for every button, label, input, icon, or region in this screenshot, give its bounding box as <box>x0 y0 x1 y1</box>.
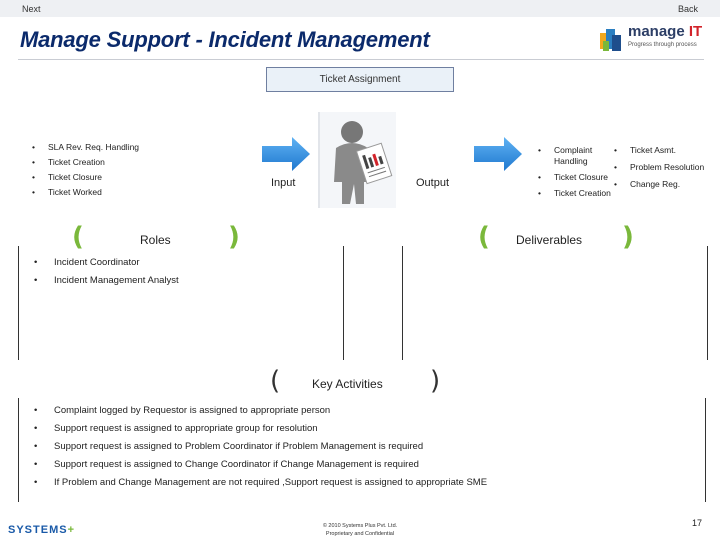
next-link[interactable]: Next <box>22 4 41 14</box>
right-arrow-icon <box>474 137 522 171</box>
manage-it-logo: manage IT Progress through process <box>598 23 708 55</box>
logo-tagline: Progress through process <box>628 42 697 48</box>
logo-icon <box>600 29 621 51</box>
list-item: Support request is assigned to appropria… <box>28 423 668 441</box>
ticket-assignment-box: Ticket Assignment <box>266 67 454 92</box>
copyright-line: © 2010 Systems Plus Pvt. Ltd. <box>322 523 398 529</box>
confidential-line: Proprietary and Confidential <box>325 531 395 537</box>
roles-bracket-right: ) <box>228 222 240 252</box>
logo-brand: manage <box>628 23 685 40</box>
list-item: Incident Management Analyst <box>28 276 328 287</box>
list-item: Complaint logged by Requestor is assigne… <box>28 405 668 423</box>
page-number: 17 <box>692 518 703 528</box>
list-item: Incident Coordinator <box>28 258 328 269</box>
roles-list: Incident Coordinator Incident Management… <box>28 258 328 294</box>
list-item: Support request is assigned to Change Co… <box>28 459 668 477</box>
outputs-list-col2: Ticket Asmt. Problem Resolution Change R… <box>612 145 712 196</box>
back-link[interactable]: Back <box>678 4 699 14</box>
page-title: Manage Support - Incident Management <box>20 27 430 52</box>
key-activities-box <box>18 398 706 502</box>
list-item: Problem Resolution <box>612 162 712 173</box>
key-activities-list: Complaint logged by Requestor is assigne… <box>28 405 668 495</box>
input-label: Input <box>271 177 296 189</box>
inputs-list: SLA Rev. Req. Handling Ticket Creation T… <box>30 142 180 202</box>
list-item: Complaint Handling <box>536 145 620 167</box>
activities-bracket-left: ( <box>270 366 281 396</box>
list-item: Change Reg. <box>612 179 712 190</box>
list-item: Ticket Closure <box>536 172 620 183</box>
logo-accent: IT <box>688 23 703 40</box>
systems-plus-sign: + <box>67 524 76 536</box>
deliverables-box <box>402 246 708 360</box>
activities-bracket-right: ) <box>430 366 441 396</box>
key-activities-heading: Key Activities <box>312 377 383 391</box>
outputs-list-col1: Complaint Handling Ticket Closure Ticket… <box>536 145 620 204</box>
title-divider <box>18 59 704 60</box>
deliverables-bracket-left: ( <box>478 222 490 252</box>
top-nav-bar <box>0 0 720 17</box>
list-item: Ticket Creation <box>536 188 620 199</box>
systems-wordmark: SYSTEMS <box>8 524 68 536</box>
right-arrow-icon <box>262 137 310 171</box>
list-item: Support request is assigned to Problem C… <box>28 441 668 459</box>
list-item: Ticket Worked <box>30 187 180 202</box>
deliverables-bracket-right: ) <box>622 222 634 252</box>
roles-bracket-left: ( <box>72 222 84 252</box>
output-label: Output <box>416 177 450 189</box>
logo-wordmark: manage IT <box>628 23 702 40</box>
roles-box <box>18 246 344 360</box>
copyright-notice: © 2010 Systems Plus Pvt. Ltd. Proprietar… <box>280 522 440 538</box>
deliverables-heading: Deliverables <box>516 233 583 247</box>
list-item: Ticket Closure <box>30 172 180 187</box>
list-item: Ticket Asmt. <box>612 145 712 156</box>
list-item: SLA Rev. Req. Handling <box>30 142 180 157</box>
person-with-document-icon <box>318 112 396 208</box>
list-item: Ticket Creation <box>30 157 180 172</box>
roles-heading: Roles <box>140 233 171 247</box>
systems-plus-logo: SYSTEMS+ <box>8 524 75 536</box>
list-item: If Problem and Change Management are not… <box>28 477 668 495</box>
